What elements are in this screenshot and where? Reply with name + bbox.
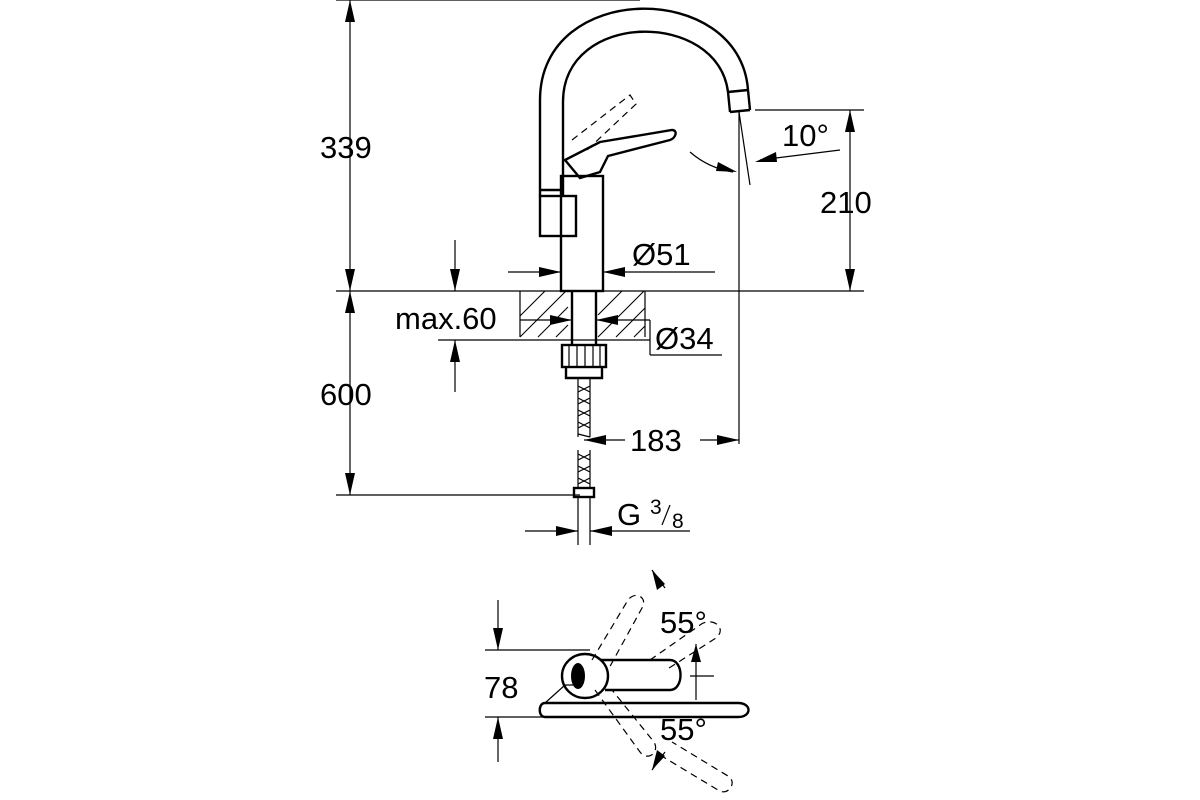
- braided-hose: [577, 378, 591, 488]
- dim-g38: [525, 526, 690, 536]
- dim-78-label: 78: [484, 670, 518, 705]
- dim-78: [485, 600, 590, 762]
- dim-10-label: 10°: [782, 118, 829, 153]
- spout-outlet: [729, 108, 751, 114]
- dim-d34: [520, 315, 722, 356]
- mounting-nut: [560, 343, 608, 369]
- dim-600: [336, 291, 580, 496]
- dim-d51: [508, 267, 715, 277]
- lever-swing-up: [591, 594, 645, 671]
- dim-55-top-label: 55°: [660, 605, 707, 640]
- dim-d34-label: Ø34: [655, 321, 714, 356]
- dim-55-top: [651, 569, 714, 700]
- dim-10-angle: [689, 110, 841, 278]
- dim-g38-numerator: 3: [650, 496, 662, 519]
- dim-55-bottom: [651, 750, 666, 771]
- lever-swing-up-right: [649, 621, 721, 671]
- dim-339: [336, 0, 640, 291]
- dim-339-label: 339: [320, 130, 372, 165]
- lever-swing-down-right: [659, 741, 733, 793]
- lever-swing-down: [594, 689, 657, 757]
- nut-base: [564, 367, 604, 380]
- lever-knob: [560, 652, 610, 700]
- spout-tip: [727, 88, 749, 94]
- dim-55-bottom-label: 55°: [660, 712, 707, 747]
- spout-outer: [538, 7, 750, 196]
- dim-d51-label: Ø51: [632, 237, 691, 272]
- spout-inner: [561, 30, 730, 196]
- lever-handle: [563, 128, 677, 180]
- lever-handle-raised: [571, 94, 637, 153]
- spout-collar: [538, 194, 578, 238]
- dim-210: [755, 109, 864, 291]
- lever-indicator: [571, 663, 585, 689]
- dim-183: [584, 278, 740, 445]
- faucet-side-view: 339 600 210 10°: [320, 0, 872, 545]
- faucet-body: [559, 174, 605, 293]
- dim-210-label: 210: [820, 185, 872, 220]
- dim-max60-label: max.60: [395, 301, 497, 336]
- dim-g38-label: G: [617, 497, 641, 532]
- dim-183-label: 183: [630, 423, 682, 458]
- dim-max60: [450, 240, 460, 392]
- dim-g38-slash: [661, 504, 671, 526]
- base-plate: [538, 701, 750, 719]
- dim-600-label: 600: [320, 377, 372, 412]
- hose-connector: [572, 486, 596, 499]
- lever-arm: [600, 658, 682, 692]
- faucet-top-view: 78 55° 55°: [484, 569, 750, 793]
- dim-g38-denominator: 8: [672, 510, 684, 533]
- countertop-section: [438, 290, 650, 341]
